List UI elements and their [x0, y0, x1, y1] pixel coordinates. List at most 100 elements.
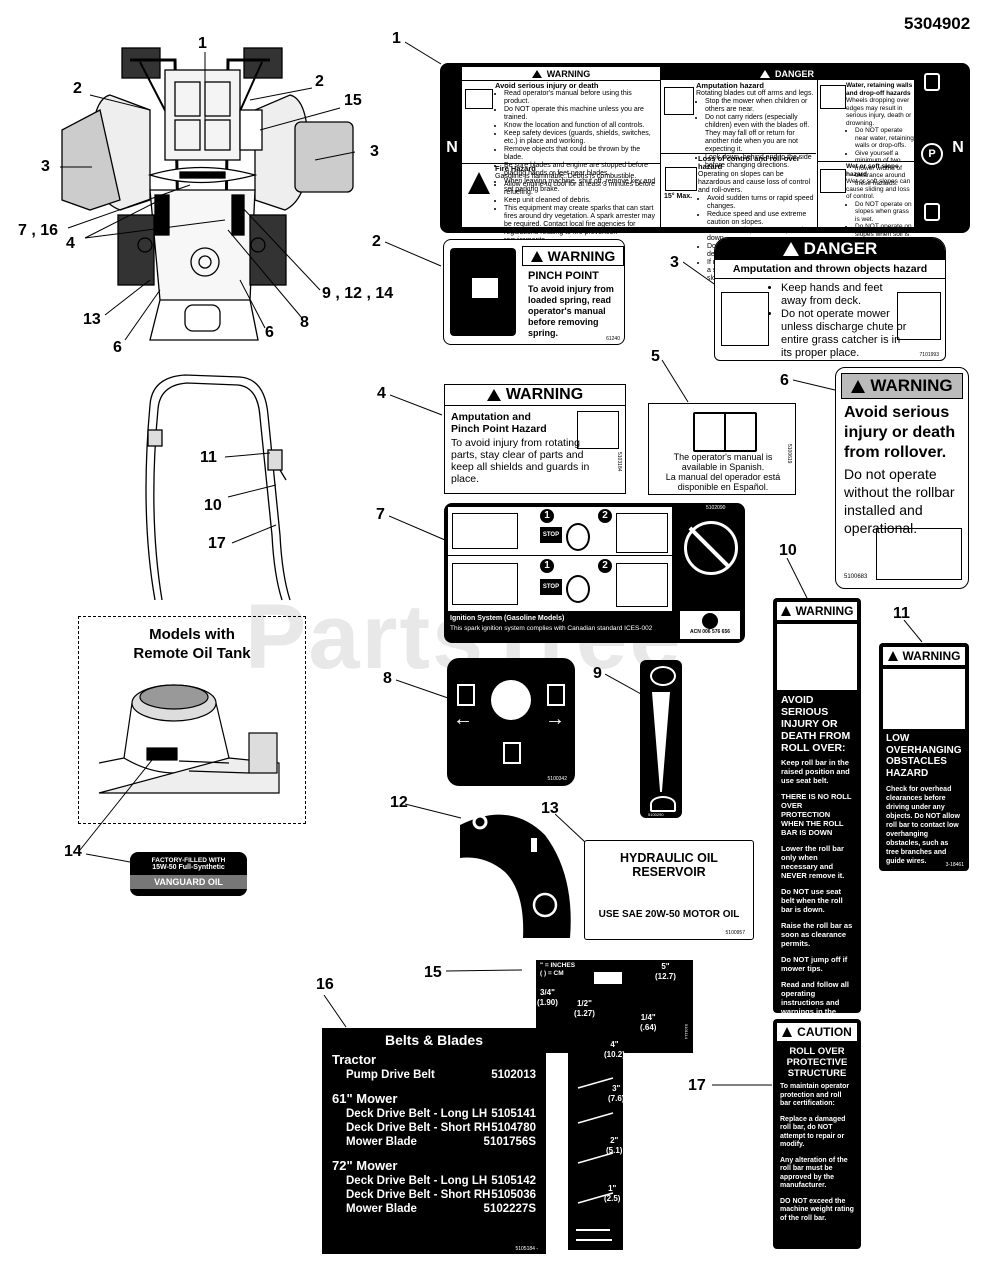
decal-callout-3: 3: [670, 254, 679, 271]
decal-3-header: DANGER: [715, 238, 945, 260]
water-icon: [820, 85, 846, 109]
paragraph: DO NOT exceed the machine weight rating …: [780, 1197, 854, 1222]
decal-13-code: 5100957: [725, 930, 745, 936]
decal-5-manual-spanish: The operator's manual is available in Sp…: [648, 403, 796, 495]
decal-11-text: Check for overhead clearances before dri…: [886, 786, 960, 865]
leader-d7: [389, 515, 446, 541]
part-number: 5105141: [491, 1108, 536, 1120]
decal-callout-5: 5: [651, 348, 660, 365]
leader-d2: [385, 241, 442, 267]
part-description: Deck Drive Belt - Short RH: [346, 1122, 491, 1134]
list-item: Remove objects that could be thrown by t…: [504, 146, 657, 162]
parking-brake-symbol: P: [921, 143, 943, 165]
wet-slope-icon: [820, 169, 846, 193]
decal-4-warning: WARNING Amputation and Pinch Point Hazar…: [444, 384, 626, 494]
height-inches: 1/2": [576, 999, 592, 1008]
list-item: Reduce speed and use extreme caution on …: [707, 211, 816, 227]
callout-6: 6: [265, 324, 274, 341]
part-number: 5105036: [491, 1189, 536, 1201]
paragraph: THERE IS NO ROLL OVER PROTECTION WHEN TH…: [781, 792, 852, 837]
decal-3-danger: DANGER Amputation and thrown objects haz…: [714, 237, 946, 361]
rider-icon: [664, 87, 694, 115]
height-cm: (.64): [640, 1023, 657, 1032]
decal-4-code: 5103184: [616, 451, 622, 471]
decal-13-title: HYDRAULIC OIL RESERVOIR: [620, 851, 718, 879]
slope-label: 15° Max.: [664, 193, 693, 200]
decal-11-overhang-warning: WARNING LOW OVERHANGING OBSTACLES HAZARD…: [879, 643, 969, 871]
step-1-badge: 1: [540, 559, 554, 573]
fuel-off-icon: [503, 742, 521, 764]
decal-10-rollover-warning: WARNING AVOID SERIOUS INJURY OR DEATH FR…: [773, 598, 861, 1025]
decal-13-hydraulic: HYDRAULIC OIL RESERVOIR USE SAE 20W-50 M…: [584, 840, 754, 940]
seat-lever-icon: [616, 513, 668, 553]
north-left-strip: N: [446, 139, 458, 156]
leader-14: [79, 749, 161, 851]
leader-d12: [405, 803, 462, 819]
decal-10-paragraphs: Keep roll bar in the raised position and…: [773, 754, 861, 1025]
paragraph: Replace a damaged roll bar, do NOT attem…: [780, 1115, 846, 1149]
height-inches: 1": [608, 1184, 617, 1193]
list-item: Look down, behind and to the side before…: [705, 154, 816, 170]
callout-9-12-14: 9 , 12 , 14: [322, 285, 394, 302]
decal-callout-13: 13: [541, 800, 559, 817]
avoid-list: Read operator's manual before using this…: [495, 90, 657, 194]
height-inches: 2": [610, 1136, 619, 1145]
decal-callout-16: 16: [316, 976, 334, 993]
stop-sign: STOP: [540, 527, 562, 543]
section-heading: 72" Mower: [332, 1158, 398, 1173]
decal-callout-7: 7: [376, 506, 385, 523]
leader-d5: [661, 360, 689, 403]
list-item: Allow engine to cool for at least 3 minu…: [504, 181, 657, 197]
fire-list: Allow engine to cool for at least 3 minu…: [495, 181, 657, 245]
callout-6: 6: [113, 339, 122, 356]
callout-11: 11: [200, 449, 217, 466]
decal-2-header: WARNING: [522, 246, 624, 266]
decal-callout-10: 10: [779, 542, 797, 559]
unlock-icon: [924, 203, 940, 221]
decal-2-text: To avoid injury from loaded spring, read…: [528, 284, 614, 338]
step-2-badge: 2: [598, 559, 612, 573]
callout-8: 8: [300, 314, 309, 331]
danger-header: DANGER: [660, 67, 914, 80]
remote-oil-tank-box: Models with Remote Oil Tank: [78, 616, 306, 824]
height-inches: 5": [661, 962, 670, 971]
decal-callout-8: 8: [383, 670, 392, 687]
decal-2-code: 61240: [606, 336, 620, 342]
decal-15-code: 5101114: [684, 1024, 689, 1039]
height-cm: (1.90): [537, 998, 558, 1007]
leader-d10: [786, 558, 808, 599]
height-inches: 1/4": [640, 1013, 656, 1022]
rollbar-drawing: [145, 374, 291, 601]
operator-walk-icon: [452, 513, 518, 549]
operator-seated-icon: [452, 563, 518, 605]
decal-3-code: 7101993: [919, 352, 939, 358]
height-mark: 3/4"(1.90): [537, 988, 558, 1008]
decal-15-legend: " = INCHES ( ) = CM: [540, 962, 576, 977]
belt-pinch-icon: [577, 411, 619, 449]
arrow-right-icon: →: [545, 708, 565, 730]
decal-17-rops-caution: CAUTION ROLL OVER PROTECTIVE STRUCTURE T…: [773, 1019, 861, 1249]
ignition-title: Ignition System (Gasoline Models): [450, 615, 565, 622]
fuel-tank-right-icon: [547, 684, 565, 706]
part-number: 5304902: [904, 14, 971, 33]
height-mark: 5"(12.7): [655, 962, 676, 982]
part-number: 5105142: [491, 1175, 536, 1187]
paragraph: Do NOT jump off if mower tips.: [781, 955, 848, 973]
list-item: Do not operate mower unless discharge ch…: [781, 308, 907, 360]
mower-top-view-drawing: [60, 47, 356, 341]
decal-16-title: Belts & Blades: [384, 1032, 484, 1048]
divider: [817, 161, 914, 162]
turtle-icon: [650, 796, 676, 812]
part-number: 5102013: [491, 1069, 536, 1081]
leader-d3: [683, 261, 718, 287]
leader-d16: [323, 995, 347, 1028]
list-item: Do NOT operate near water, retaining wal…: [855, 127, 914, 150]
decal-callout-12: 12: [390, 794, 408, 811]
callout-2: 2: [73, 80, 82, 97]
decal-callout-4: 4: [377, 385, 386, 402]
amputation-list: Stop the mower when children or others a…: [696, 98, 816, 170]
